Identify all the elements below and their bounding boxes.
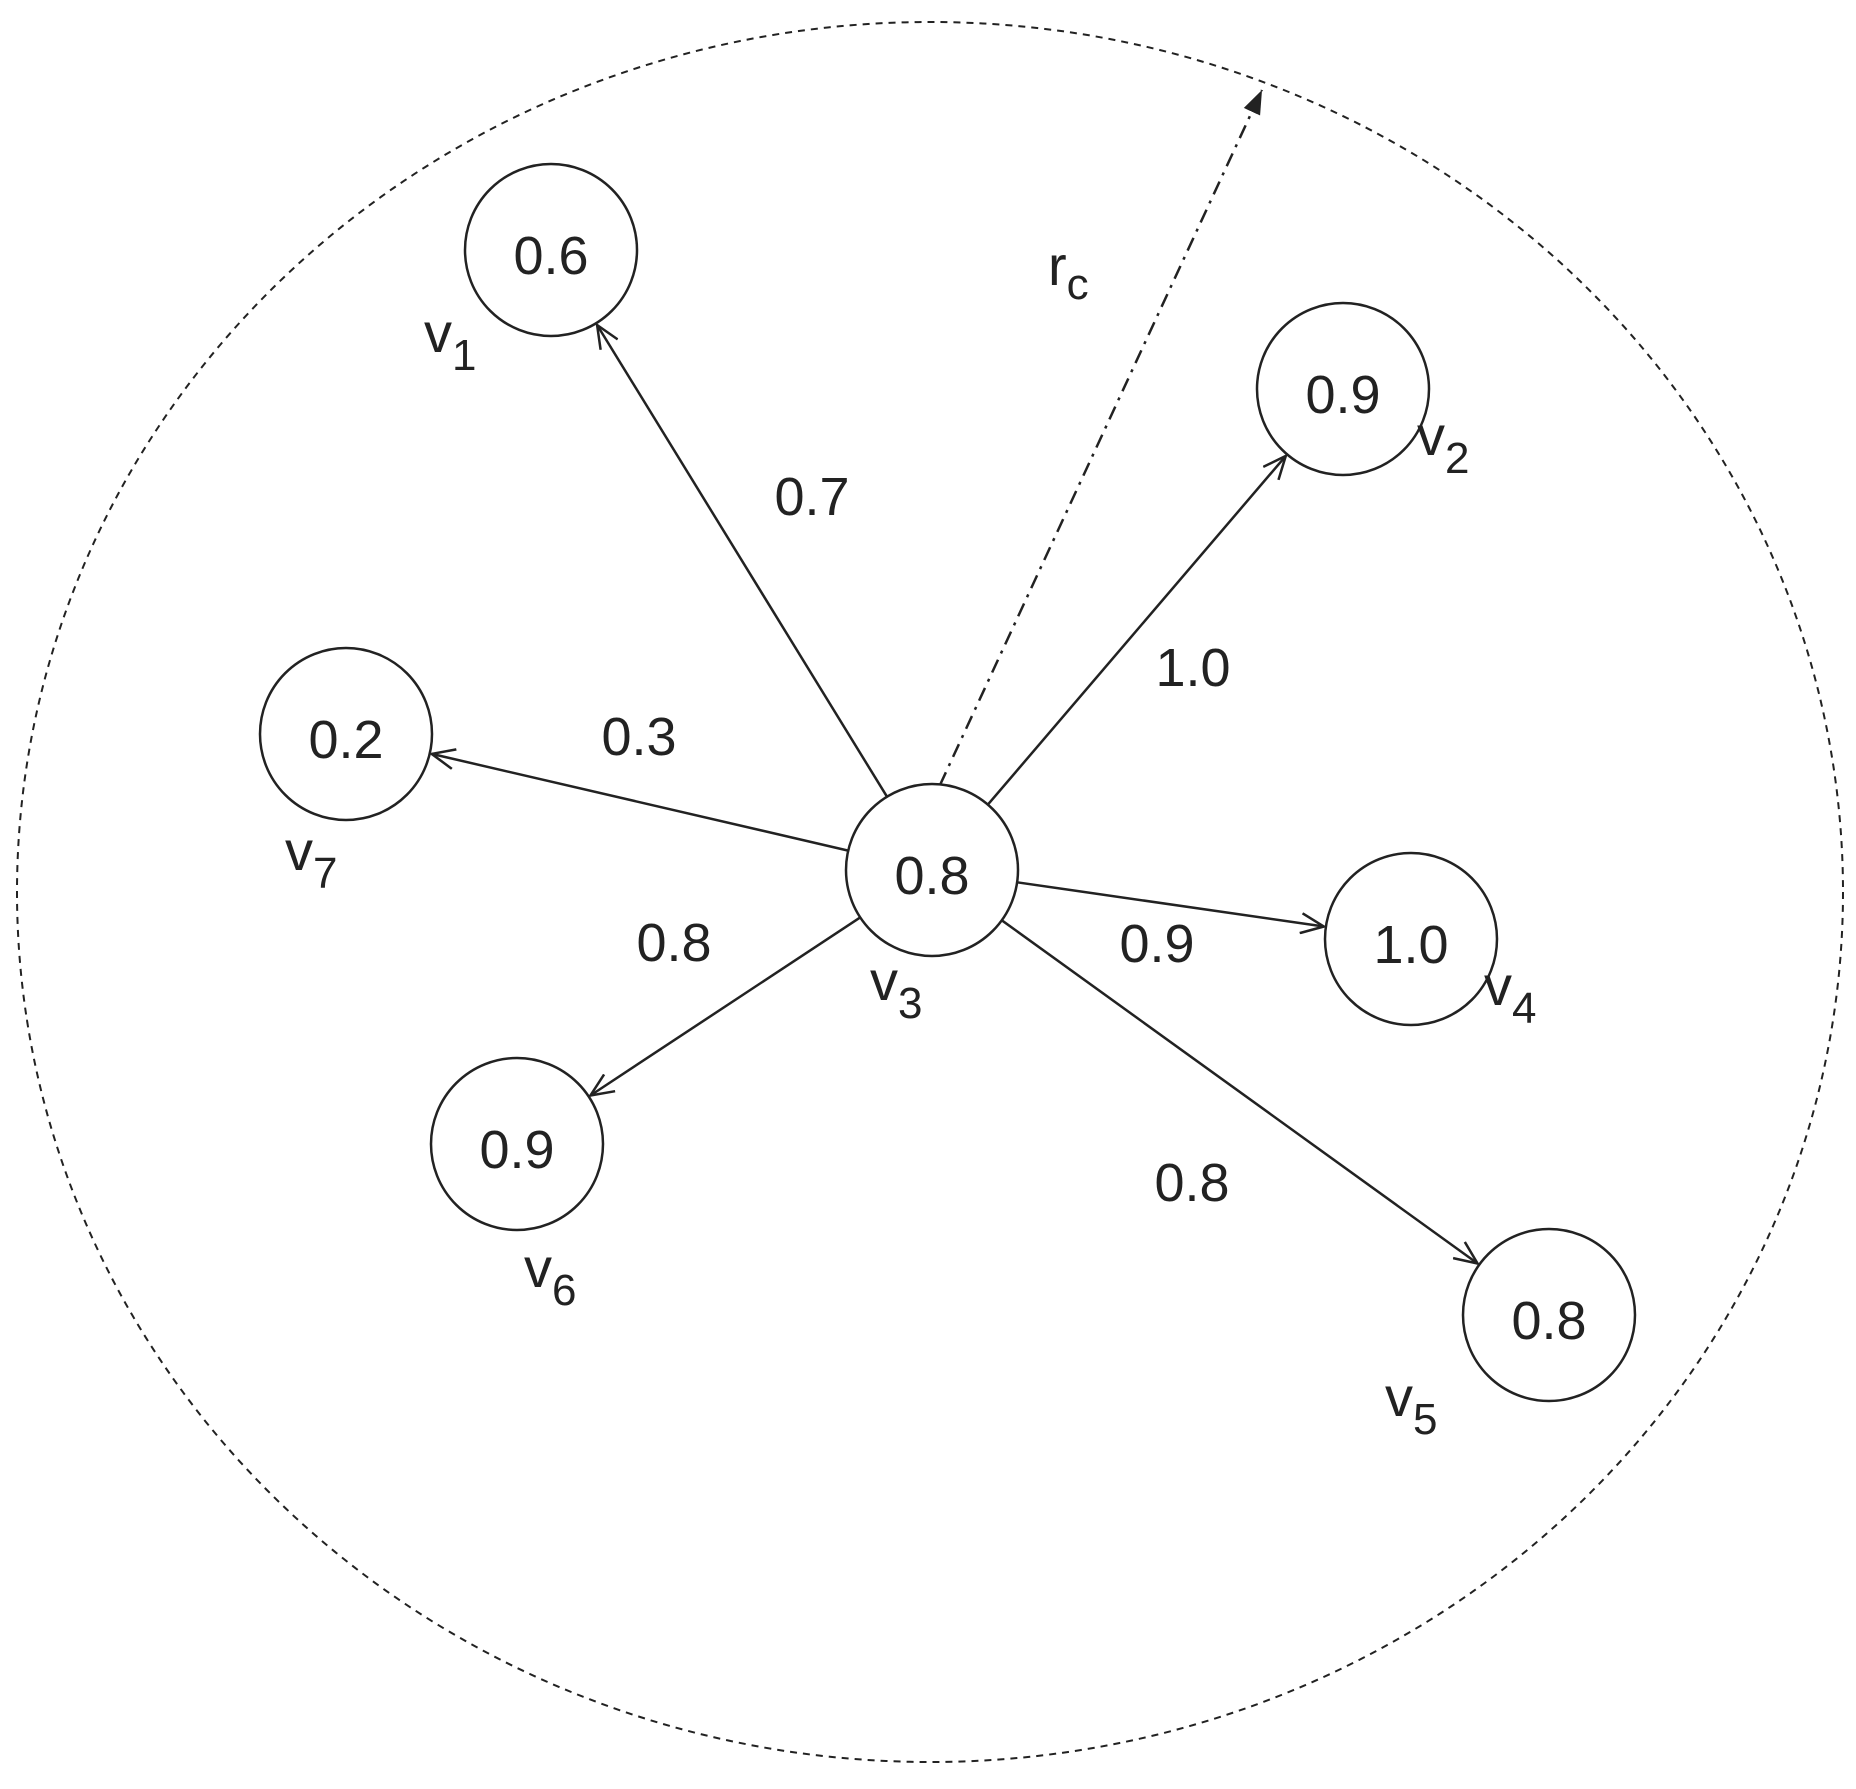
- node-v7-value: 0.2: [308, 710, 383, 770]
- edge-v3-v6: [590, 916, 861, 1095]
- node-v3-label: v3: [870, 949, 922, 1028]
- node-v1-circle: [463, 162, 639, 338]
- node-v7: 0.2 v7: [258, 646, 434, 898]
- node-v5: 0.8 v5: [1385, 1227, 1637, 1444]
- communication-range-circle: [16, 21, 1844, 1763]
- edge-weight-v7: 0.3: [601, 707, 676, 767]
- node-v3-circle: [844, 782, 1020, 958]
- radius-subscript: c: [1067, 260, 1089, 309]
- node-v1-value: 0.6: [513, 226, 588, 286]
- node-v2-circle: [1255, 301, 1431, 477]
- node-v6-label: v6: [524, 1236, 576, 1315]
- node-v4: 1.0 v4: [1323, 851, 1536, 1033]
- edge-v3-v7: [432, 754, 849, 852]
- node-v4-value: 1.0: [1373, 915, 1448, 975]
- edge-weight-v4: 0.9: [1119, 914, 1194, 974]
- node-v2-label: v2: [1417, 404, 1469, 483]
- node-v6: 0.9 v6: [429, 1056, 605, 1315]
- edge-weight-v6: 0.8: [636, 913, 711, 973]
- node-v7-circle: [258, 646, 434, 822]
- edge-weight-v2: 1.0: [1155, 638, 1230, 698]
- edges: [432, 325, 1478, 1264]
- node-v4-circle: [1323, 851, 1499, 1027]
- node-v1: 0.6 v1: [424, 162, 639, 380]
- node-v6-value: 0.9: [479, 1120, 554, 1180]
- radius-symbol: r: [1048, 234, 1067, 297]
- node-v6-circle: [429, 1056, 605, 1232]
- node-v1-label: v1: [424, 301, 476, 380]
- edge-weight-v1: 0.7: [774, 467, 849, 527]
- node-v7-label: v7: [285, 819, 337, 898]
- node-v5-label: v5: [1385, 1365, 1437, 1444]
- edge-weights: 0.7 1.0 0.9 0.8 0.8 0.3: [601, 467, 1230, 1213]
- node-v3-value: 0.8: [894, 846, 969, 906]
- range-radius-label: rc: [1048, 234, 1089, 309]
- edge-v3-v2: [986, 456, 1286, 806]
- node-v5-value: 0.8: [1511, 1291, 1586, 1351]
- edge-v3-v1: [597, 325, 889, 798]
- edge-v3-v5: [1001, 919, 1478, 1263]
- node-v2: 0.9 v2: [1255, 301, 1469, 483]
- range-radius-line: [938, 89, 1264, 786]
- edge-weight-v5: 0.8: [1154, 1153, 1229, 1213]
- node-v5-circle: [1461, 1227, 1637, 1403]
- node-v4-label: v4: [1484, 954, 1536, 1033]
- edge-v3-v4: [1016, 881, 1324, 926]
- node-v2-value: 0.9: [1305, 365, 1380, 425]
- node-v3: 0.8 v3: [844, 782, 1020, 1028]
